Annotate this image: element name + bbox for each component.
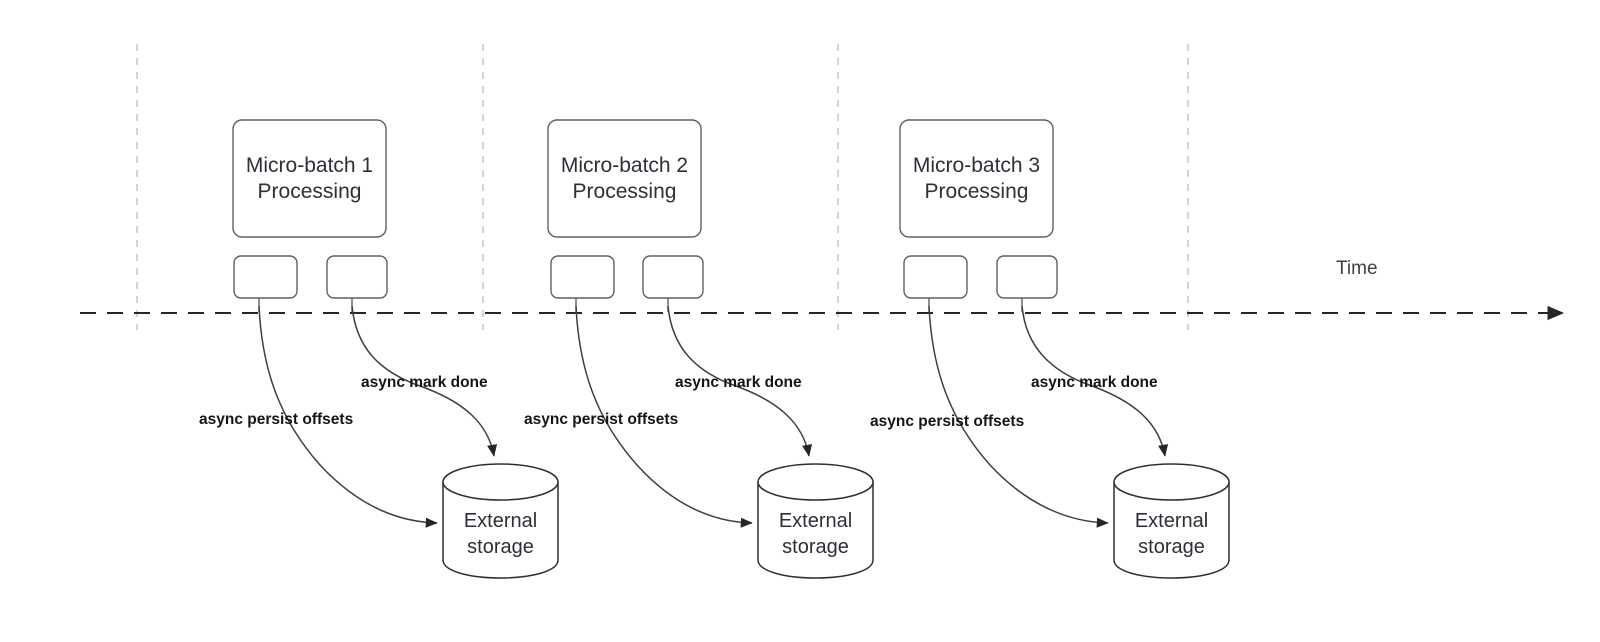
external-storage-2[interactable]: External storage: [757, 463, 874, 579]
external-storage-2-label-line1: External: [779, 510, 852, 532]
small-box-3-right[interactable]: [996, 255, 1058, 299]
batch-box-1-label-line2: Processing: [258, 180, 362, 203]
persist-offsets-label-1: async persist offsets: [199, 411, 353, 428]
persist-offsets-curve-1: [258, 305, 438, 528]
batch-box-2[interactable]: [547, 119, 702, 238]
small-box-2-right[interactable]: [642, 255, 704, 299]
tick-lines: [136, 44, 1189, 330]
group-3: Micro-batch 3 Processing async persist o…: [870, 119, 1230, 579]
batch-box-1-label-line1: Micro-batch 1: [246, 154, 373, 177]
group-1: Micro-batch 1 Processing async persist o…: [199, 119, 559, 579]
mark-done-label-2: async mark done: [675, 374, 802, 391]
mark-done-label-3: async mark done: [1031, 374, 1158, 391]
mark-done-curve-2: [667, 305, 813, 457]
persist-offsets-label-3: async persist offsets: [870, 413, 1024, 430]
small-box-2-left[interactable]: [550, 255, 615, 299]
mark-done-curve-3: [1021, 305, 1169, 457]
batch-box-2-label-line1: Micro-batch 2: [561, 154, 688, 177]
external-storage-2-label-line2: storage: [782, 536, 849, 558]
small-box-3-left[interactable]: [903, 255, 968, 299]
external-storage-1[interactable]: External storage: [442, 463, 559, 579]
external-storage-1-label-line2: storage: [467, 536, 534, 558]
batch-box-3-label-line2: Processing: [925, 180, 1029, 203]
mark-done-label-1: async mark done: [361, 374, 488, 391]
time-axis-label: Time: [1336, 258, 1378, 279]
group-2: Micro-batch 2 Processing async persist o…: [524, 119, 874, 579]
mark-done-curve-1: [351, 305, 498, 457]
batch-box-3[interactable]: [899, 119, 1054, 238]
batch-box-2-label-line2: Processing: [573, 180, 677, 203]
external-storage-3[interactable]: External storage: [1113, 463, 1230, 579]
persist-offsets-curve-2: [575, 305, 753, 528]
external-storage-3-label-line1: External: [1135, 510, 1208, 532]
small-box-1-left[interactable]: [233, 255, 298, 299]
persist-offsets-label-2: async persist offsets: [524, 411, 678, 428]
batch-box-1[interactable]: [232, 119, 387, 238]
external-storage-1-label-line1: External: [464, 510, 537, 532]
external-storage-3-label-line2: storage: [1138, 536, 1205, 558]
persist-offsets-curve-3: [928, 305, 1109, 528]
small-box-1-right[interactable]: [326, 255, 388, 299]
batch-box-3-label-line1: Micro-batch 3: [913, 154, 1040, 177]
